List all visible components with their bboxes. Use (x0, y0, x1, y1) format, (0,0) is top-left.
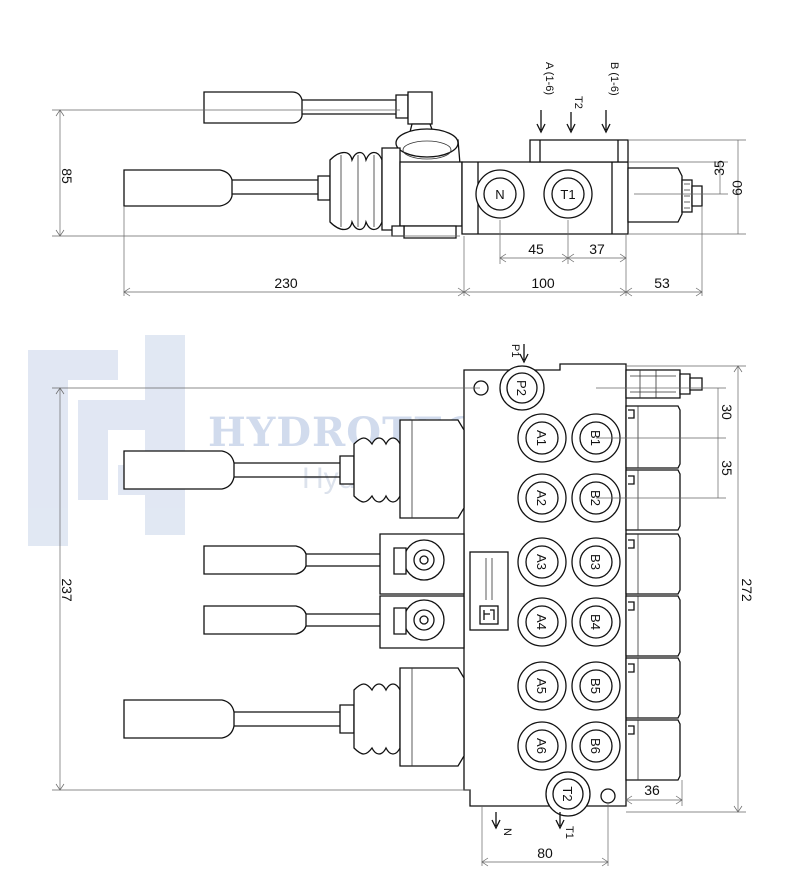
lever-4-handle (123, 699, 235, 739)
section-5: A5 B5 (517, 661, 621, 711)
port-b5: B5 (588, 678, 603, 694)
lower-lever-handle (123, 169, 233, 207)
port-b1: B1 (588, 430, 603, 446)
section-6: A6 B6 (517, 721, 621, 771)
port-p2: P2 (514, 380, 529, 396)
dim-37: 37 (589, 241, 605, 257)
lever-3-handle (203, 605, 307, 635)
top-view: N T1 A (1-6) T2 B (1-6) 85 60 35 45 37 2… (52, 62, 746, 297)
port-b2: B2 (588, 490, 603, 506)
port-b4: B4 (588, 614, 603, 630)
dim-100: 100 (531, 275, 555, 291)
label-a-1-6: A (1-6) (543, 62, 555, 95)
dim-45: 45 (528, 241, 544, 257)
label-t1-front: T1 (563, 826, 575, 839)
nameplate (469, 551, 509, 631)
dim-35-top: 35 (711, 160, 727, 176)
port-a6: A6 (534, 738, 549, 754)
section-3: A3 B3 (517, 537, 621, 587)
dim-80: 80 (537, 845, 553, 861)
label-n-front: N (501, 828, 513, 836)
upper-lever-handle (203, 91, 303, 124)
port-a1: A1 (534, 430, 549, 446)
watermark-logo-icon (28, 335, 185, 546)
port-t1-top: T1 (560, 187, 575, 202)
label-b-1-6: B (1-6) (608, 62, 620, 96)
port-a5: A5 (534, 678, 549, 694)
port-n-top: N (495, 187, 504, 202)
label-p1: P1 (509, 344, 521, 357)
port-t2-front: T2 (560, 786, 575, 801)
section-1: A1 B1 (517, 413, 621, 463)
port-b3: B3 (588, 554, 603, 570)
dim-30: 30 (719, 404, 735, 420)
dim-35-front: 35 (719, 460, 735, 476)
port-a4: A4 (534, 614, 549, 630)
section-4: A4 B4 (517, 597, 621, 647)
dim-85: 85 (59, 168, 75, 184)
dim-272: 272 (739, 578, 755, 602)
dim-60: 60 (729, 180, 745, 196)
dim-36: 36 (644, 782, 660, 798)
port-b6: B6 (588, 738, 603, 754)
label-t2-top: T2 (572, 96, 584, 109)
dim-230: 230 (274, 275, 298, 291)
port-a3: A3 (534, 554, 549, 570)
lever-1-handle (123, 450, 235, 490)
dim-237: 237 (59, 578, 75, 602)
front-view: P2 P1 A1 B1 A2 B2 A3 B3 A4 B4 (52, 344, 755, 867)
dim-53: 53 (654, 275, 670, 291)
lever-2-handle (203, 545, 307, 575)
port-a2: A2 (534, 490, 549, 506)
